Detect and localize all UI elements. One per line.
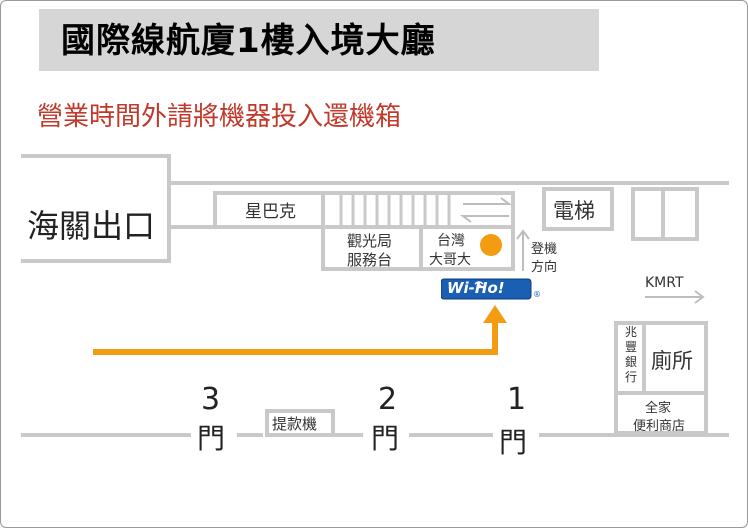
gate-3-number: 3 — [201, 382, 221, 417]
starbucks-label: 星巴克 — [245, 202, 296, 222]
wi-ho-counter-marker — [480, 234, 502, 256]
kmrt-label: KMRT — [645, 275, 684, 291]
bank-char: 豐 — [625, 340, 638, 354]
family-mart-label-line2: 便利商店 — [633, 419, 686, 434]
customs-exit-label: 海關出口 — [27, 207, 156, 245]
bank-char: 銀 — [625, 355, 638, 369]
atm-label: 提款機 — [272, 415, 318, 433]
elevator-box — [542, 187, 614, 231]
bank-char: 行 — [625, 370, 638, 384]
bank-label: 兆 豐 銀 行 — [625, 325, 637, 385]
customs-area-outline — [21, 154, 171, 263]
pillar-box-2 — [661, 187, 699, 241]
taiwan-mobile-label-line2: 大哥大 — [429, 252, 471, 268]
bank-char: 兆 — [625, 325, 638, 339]
tourism-label-line1: 觀光局 — [347, 232, 393, 250]
walking-route — [93, 305, 507, 355]
title-bar — [39, 9, 599, 71]
kmrt-arrow-icon — [645, 290, 705, 304]
gate-2-number: 2 — [378, 382, 398, 417]
atm-box — [265, 409, 335, 437]
gate-1-label: 門 — [499, 426, 528, 459]
gate-3-label: 門 — [197, 422, 226, 455]
service-counter-block — [321, 225, 515, 271]
wi-ho-logo: Wi-Ho! ® — [440, 278, 541, 300]
tourism-label-line2: 服務台 — [347, 251, 393, 269]
registered-mark: ® — [533, 290, 541, 299]
boarding-label-line1: 登機 — [531, 242, 558, 257]
escalator-stripes — [339, 193, 451, 227]
gate-1-number: 1 — [507, 382, 527, 417]
family-mart-label-line1: 全家 — [645, 401, 672, 416]
boarding-label-line2: 方向 — [531, 260, 558, 275]
elevator-label: 電梯 — [553, 199, 595, 223]
escalator-arrows-icon — [460, 197, 512, 223]
taiwan-mobile-label-line1: 台灣 — [437, 233, 465, 249]
page-title: 國際線航廈1樓入境大廳 — [61, 21, 436, 61]
gate-2-label: 門 — [371, 422, 400, 455]
pillar-box-1 — [631, 187, 665, 241]
boarding-arrow-icon — [516, 229, 530, 271]
restroom-label: 廁所 — [651, 349, 693, 373]
route-arrowhead-icon — [483, 305, 507, 323]
wi-ho-logo-text: Wi-Ho! — [447, 279, 505, 297]
return-box-notice: 營業時間外請將機器投入還機箱 — [37, 102, 402, 132]
